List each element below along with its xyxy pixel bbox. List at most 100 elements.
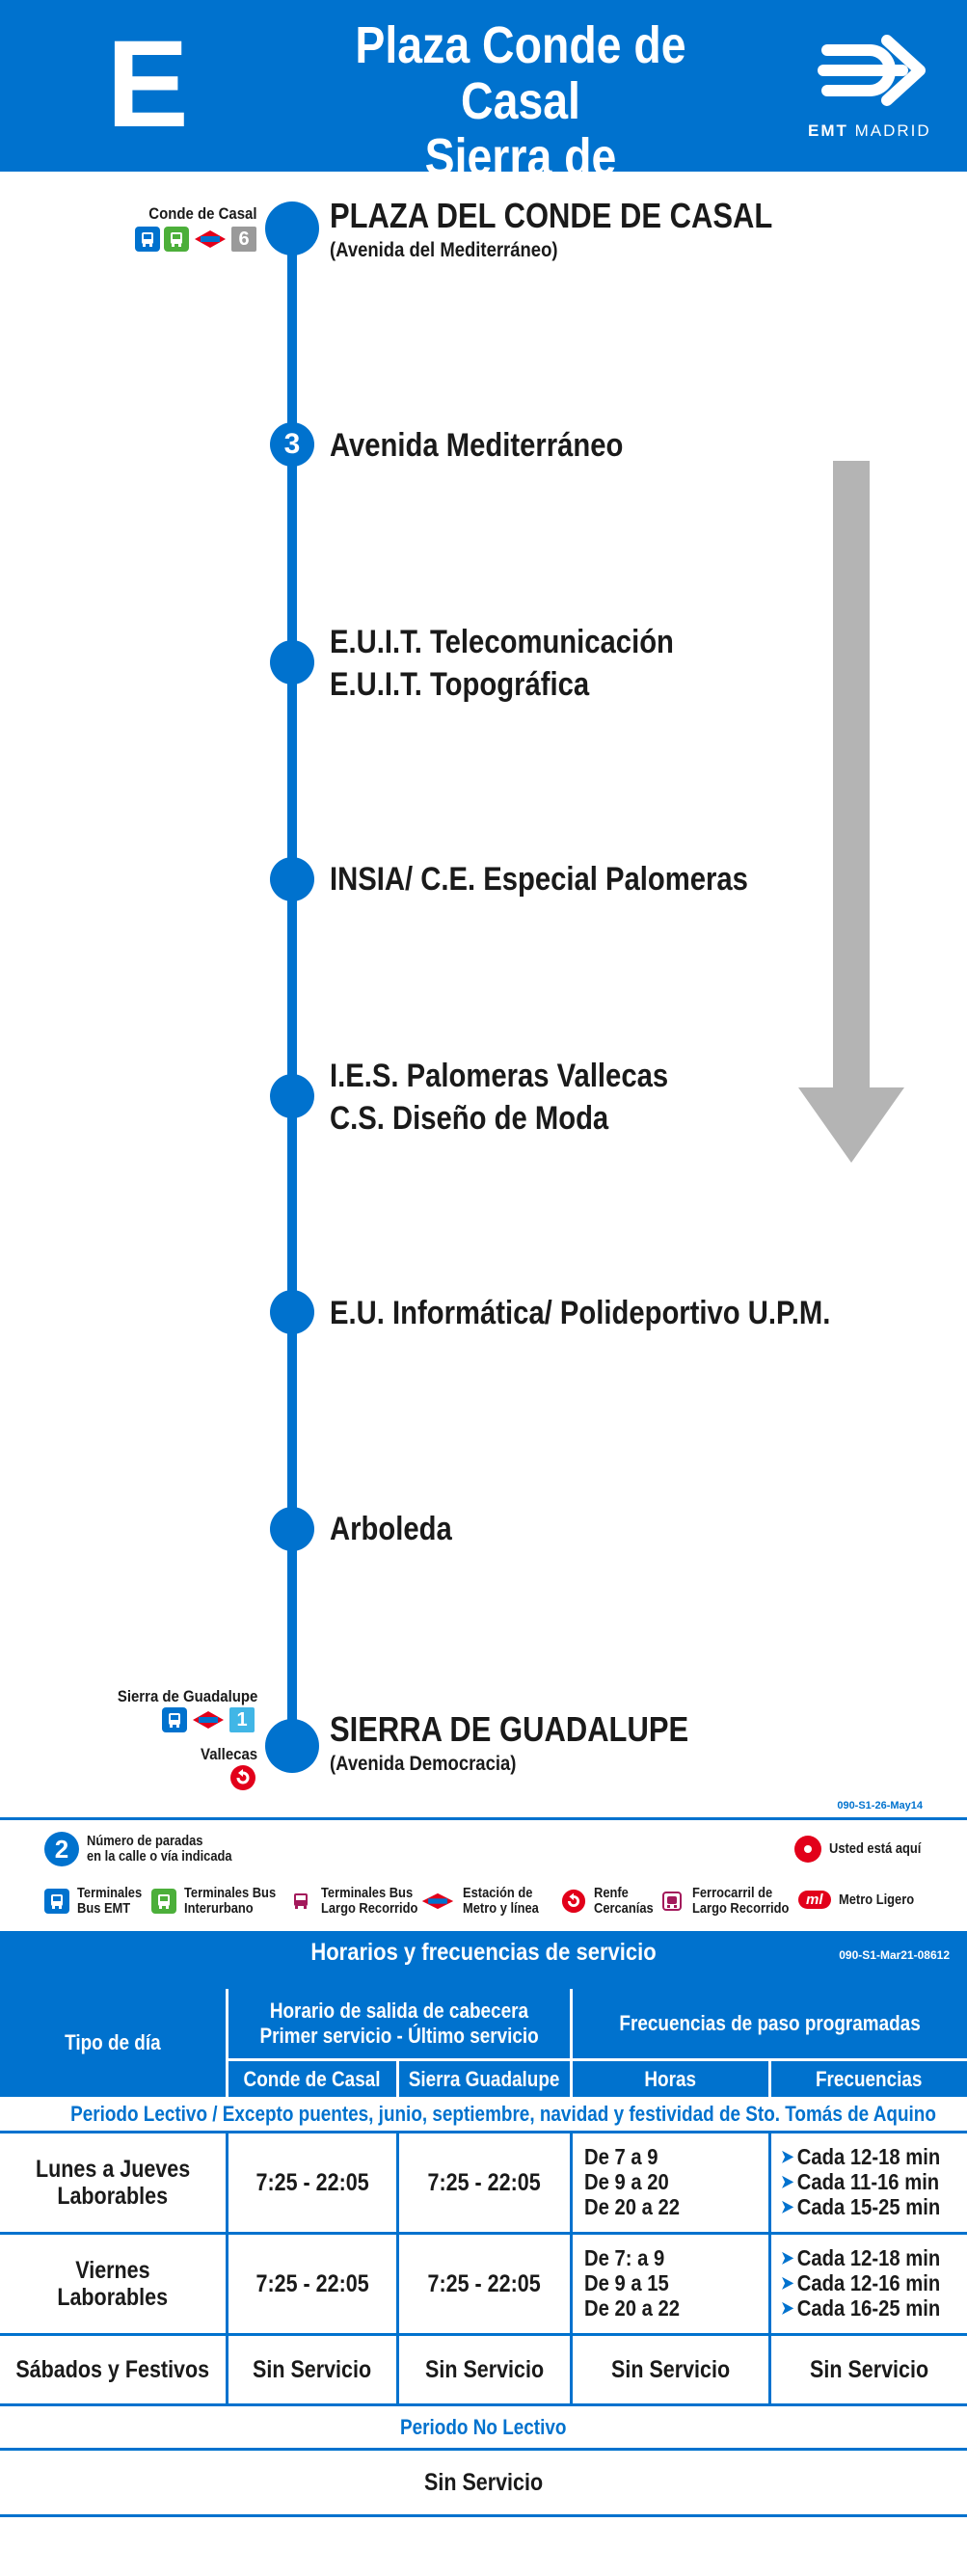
hours-list: De 7 a 9 De 9 a 20 De 20 a 22 <box>584 2144 681 2219</box>
emt-bus-terminal-icon <box>135 227 160 252</box>
emt-brand-text: EMT MADRID <box>808 121 953 141</box>
legend-you-are-here: Usted está aquí <box>794 1836 936 1863</box>
metro-station-icon <box>191 1707 226 1732</box>
frequency-list: ➤Cada 12-18 min ➤Cada 11-16 min ➤Cada 15… <box>781 2144 941 2219</box>
stop-dot: 3 <box>270 422 314 467</box>
arrow-right-icon: ➤ <box>781 2298 794 2318</box>
row-divider <box>0 2232 967 2235</box>
row-divider <box>0 2131 967 2133</box>
no-service-cell: Sin Servicio <box>809 2356 929 2383</box>
metro-line-1-badge: 1 <box>229 1707 255 1732</box>
stop-dot <box>270 640 314 684</box>
emt-bus-terminal-icon <box>44 1889 69 1914</box>
day-type-fri: Viernes Laborables <box>57 2257 169 2311</box>
period-lectivo: Periodo Lectivo / Excepto puentes, junio… <box>70 2102 936 2126</box>
stop-name: E.U. Informática/ Polideportivo U.P.M. <box>330 1295 831 1331</box>
origin-transfer-icons: 6 <box>135 227 256 252</box>
stop-name: I.E.S. Palomeras Vallecas <box>330 1058 669 1094</box>
col-header-departure-line1: Horario de salida de cabecera <box>269 1999 529 2023</box>
legend-stop-count: 2 Número de paradas en la calle o vía in… <box>44 1832 255 1866</box>
stop-name-secondary: C.S. Diseño de Moda <box>330 1100 609 1137</box>
stop-sub-destination: (Avenida Democracia) <box>330 1753 517 1775</box>
stop-name: Arboleda <box>330 1511 452 1547</box>
col-header-departure-line2: Primer servicio - Último servicio <box>259 2024 539 2048</box>
stop-dot <box>270 1074 314 1118</box>
arrow-right-icon: ➤ <box>781 2197 794 2216</box>
frequency-list: ➤Cada 12-18 min ➤Cada 12-16 min ➤Cada 16… <box>781 2245 941 2321</box>
emt-bus-terminal-icon <box>162 1707 187 1732</box>
col-divider <box>768 2131 771 2403</box>
renfe-icon <box>561 1889 586 1914</box>
col-header-frequencies: Frecuencias de paso programadas <box>573 1989 967 2058</box>
no-service-cell: Sin Servicio <box>423 2469 544 2496</box>
legend-stop-count-text: Número de paradas en la calle o vía indi… <box>87 1834 232 1865</box>
col-divider <box>570 2131 573 2403</box>
line-badge: E <box>106 15 189 153</box>
schedule-code: 090-S1-Mar21-08612 <box>839 1948 950 1962</box>
legend-you-are-here-text: Usted está aquí <box>829 1840 922 1857</box>
stop-name-origin: PLAZA DEL CONDE DE CASAL <box>330 196 773 235</box>
col-header-conde: Conde de Casal <box>228 2061 396 2097</box>
direction-arrow-icon <box>798 461 904 1163</box>
stop-dot <box>270 1507 314 1551</box>
legend-top-divider <box>0 1817 967 1820</box>
first-last-conde: 7:25 - 22:05 <box>255 2169 369 2196</box>
first-last-sierra: 7:25 - 22:05 <box>427 2270 542 2297</box>
table-bottom-divider <box>0 2514 967 2517</box>
row-divider <box>0 2448 967 2451</box>
arrow-right-icon: ➤ <box>781 2273 794 2293</box>
no-service-cell: Sin Servicio <box>424 2356 545 2383</box>
metro-station-icon <box>420 1889 455 1914</box>
emt-brand-emt: EMT <box>808 121 848 140</box>
stop-dot <box>270 857 314 901</box>
row-divider <box>0 2333 967 2336</box>
schedule-header: Horarios y frecuencias de servicio 090-S… <box>0 1931 967 1989</box>
stop-name-destination: SIERRA DE GUADALUPE <box>330 1709 689 1749</box>
legend-metro-ligero: ml Metro Ligero <box>798 1891 926 1909</box>
col-header-sierra: Sierra Guadalupe <box>399 2061 570 2097</box>
col-header-departure: Horario de salida de cabecera Primer ser… <box>228 1989 570 2058</box>
emt-brand-city: MADRID <box>854 121 931 140</box>
you-are-here-icon <box>794 1836 821 1863</box>
route-line <box>287 227 297 1745</box>
route-title: Plaza Conde de Casal Sierra de Guadalupe <box>313 17 728 241</box>
stop-name: Avenida Mediterráneo <box>330 427 624 464</box>
renfe-station-label: Vallecas <box>200 1745 257 1763</box>
metro-ligero-icon: ml <box>798 1891 831 1909</box>
stop-name: E.U.I.T. Telecomunicación <box>330 624 674 660</box>
col-divider <box>226 2131 228 2403</box>
emt-logo: EMT MADRID <box>808 27 943 143</box>
interurban-bus-terminal-icon <box>151 1889 176 1914</box>
route-title-destination: Sierra de Guadalupe <box>405 128 636 242</box>
period-no-lectivo: Periodo No Lectivo <box>400 2415 567 2439</box>
col-header-hours: Horas <box>573 2061 768 2097</box>
hours-list: De 7: a 9 De 9 a 15 De 20 a 22 <box>584 2245 681 2321</box>
stop-dot-origin <box>265 201 319 255</box>
destination-transfer-icons: 1 <box>162 1707 255 1732</box>
no-service-cell: Sin Servicio <box>610 2356 731 2383</box>
origin-transfer-label: Conde de Casal <box>148 204 257 223</box>
col-header-freq: Frecuencias <box>771 2061 967 2097</box>
day-type-weekend: Sábados y Festivos <box>15 2356 210 2383</box>
legend-text: Metro Ligero <box>838 1891 914 1908</box>
stop-count-sample-badge: 2 <box>44 1832 79 1866</box>
route-title-origin: Plaza Conde de Casal <box>355 16 686 130</box>
first-last-conde: 7:25 - 22:05 <box>255 2270 369 2297</box>
metro-line-6-badge: 6 <box>231 227 256 252</box>
col-header-day-type: Tipo de día <box>0 1989 226 2097</box>
arrow-right-icon: ➤ <box>781 2172 794 2191</box>
stop-name-secondary: E.U.I.T. Topográfica <box>330 666 590 703</box>
stop-name: INSIA/ C.E. Especial Palomeras <box>330 861 748 898</box>
day-type-mon-thu: Lunes a Jueves Laborables <box>35 2156 191 2210</box>
no-service-cell: Sin Servicio <box>253 2356 372 2383</box>
emt-logo-icon <box>818 35 926 106</box>
